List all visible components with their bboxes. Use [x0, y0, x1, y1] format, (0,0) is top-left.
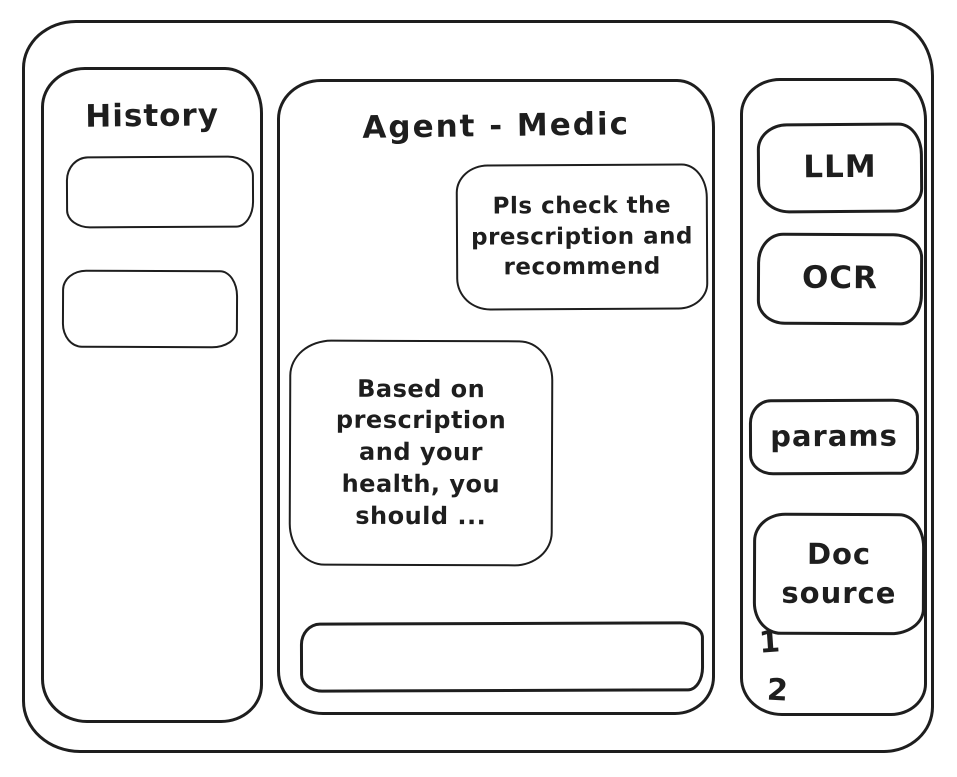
message-input[interactable] — [299, 621, 705, 693]
llm-button[interactable]: LLM — [756, 122, 924, 214]
history-item[interactable] — [65, 155, 255, 229]
history-title: History — [85, 97, 220, 135]
chat-panel: Agent - Medic Pls check the prescription… — [277, 79, 715, 715]
doc-source-button[interactable]: Doc source — [752, 512, 926, 636]
annotation-1: 1 — [757, 624, 782, 661]
history-item[interactable] — [61, 269, 239, 349]
params-button[interactable]: params — [748, 398, 920, 476]
user-message-text: Pls check the prescription and recommend — [471, 192, 693, 281]
annotation-2: 2 — [766, 672, 789, 709]
assistant-message-bubble: Based on prescription and your health, y… — [288, 339, 554, 567]
assistant-message-text: Based on prescription and your health, y… — [335, 374, 507, 530]
tools-panel: LLM OCR params Doc source 1 2 — [740, 78, 927, 716]
chat-title: Agent - Medic — [362, 106, 631, 146]
history-panel: History — [41, 67, 263, 723]
user-message-bubble: Pls check the prescription and recommend — [455, 163, 709, 311]
app-window-frame: History Agent - Medic Pls check the pres… — [22, 20, 934, 753]
ocr-button[interactable]: OCR — [756, 232, 924, 326]
